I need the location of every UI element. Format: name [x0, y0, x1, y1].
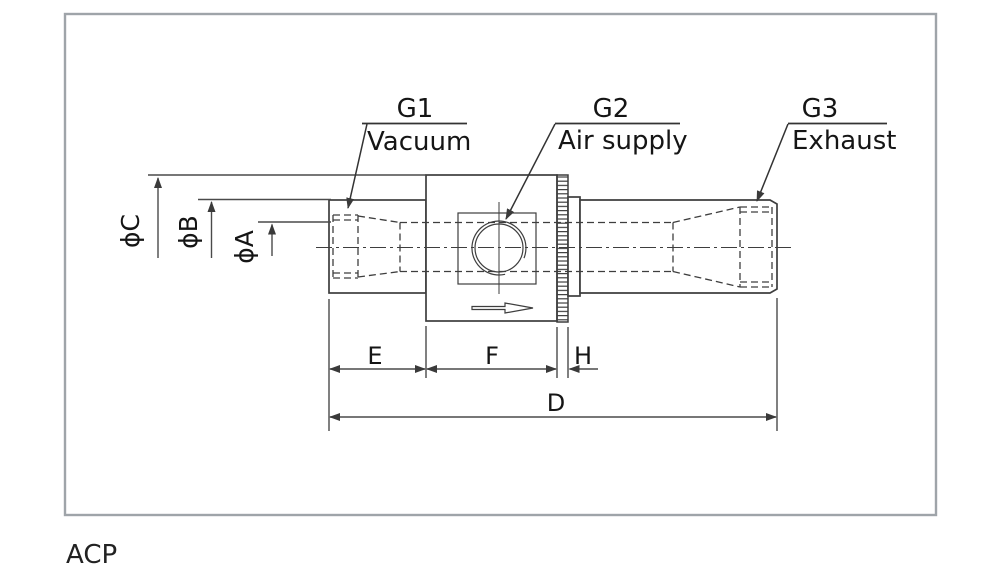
length-dimensions: E F H D — [328, 298, 778, 431]
port-g2-id-label: G2 — [593, 94, 630, 124]
supply-port-thread-arc — [471, 220, 527, 276]
port-g1-id-label: G1 — [397, 94, 434, 124]
g2-leader-arrow — [505, 123, 556, 220]
dim-phi-b-label: ϕB — [174, 215, 203, 249]
exhaust-tube — [579, 199, 778, 294]
port-g3-name-label: Exhaust — [792, 126, 896, 156]
dim-e-label: E — [367, 342, 382, 370]
figure-caption: ACP — [66, 540, 117, 570]
dim-phi-c-label: ϕC — [116, 214, 145, 248]
dim-d-label: D — [547, 389, 565, 417]
supply-port-boss — [457, 212, 537, 285]
g3-leader-arrow — [756, 123, 789, 202]
dim-phi-a-label: ϕA — [230, 230, 259, 264]
port-g2-name-label: Air supply — [558, 126, 688, 156]
dim-h-label: H — [574, 342, 592, 370]
flow-direction-arrow — [471, 302, 534, 314]
dim-f-label: F — [485, 342, 499, 370]
port-g1-name-label: Vacuum — [367, 127, 471, 157]
diameter-callouts: ϕC ϕB ϕA — [116, 174, 426, 264]
g1-leader-arrow — [346, 123, 368, 209]
port-g3-id-label: G3 — [802, 94, 839, 124]
vacuum-port-block — [328, 199, 427, 294]
step-ring — [567, 196, 581, 297]
port-labels: G1 Vacuum G2 Air supply G3 Exhaust — [346, 94, 896, 220]
knurled-ring — [556, 174, 569, 323]
